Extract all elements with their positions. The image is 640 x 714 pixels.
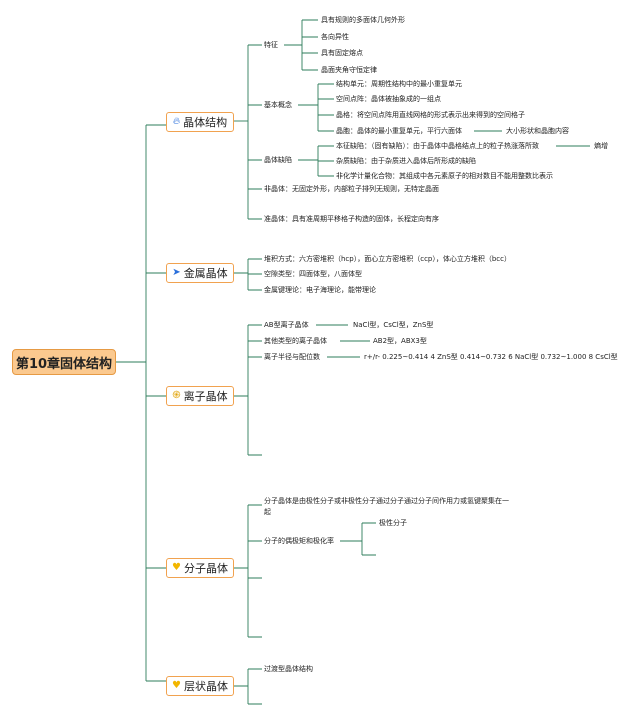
node-amorphous[interactable]: 非晶体：无固定外形，内部粒子排列无规则，无特定晶面 (264, 185, 439, 193)
node-basic-item[interactable]: 结构单元：周期性结构中的最小重复单元 (336, 80, 462, 88)
node-entropy-note[interactable]: 熵增 (594, 142, 608, 150)
node-molecular-desc-cont[interactable]: 起 (264, 508, 271, 516)
node-defect-item[interactable]: 本征缺陷：（固有缺陷）：由于晶体中晶格结点上的粒子热涨落所致 (336, 142, 539, 150)
branch-ionic-crystal[interactable]: ֍ 离子晶体 (166, 386, 234, 406)
node-ab-ionic[interactable]: AB型离子晶体 (264, 321, 309, 329)
branch-layered-crystal[interactable]: ♥ 层状晶体 (166, 676, 234, 696)
flame-icon: 🔥︎ (172, 116, 181, 127)
branch-crystal-structure[interactable]: 🔥︎ 晶体结构 (166, 112, 234, 132)
node-defect-item[interactable]: 非化学计量化合物：其组成中各元素原子的相对数目不能用整数比表示 (336, 172, 553, 180)
node-basic-item[interactable]: 晶胞：晶体的最小重复单元，平行六面体 (336, 127, 462, 135)
node-other-ionic[interactable]: 其他类型的离子晶体 (264, 337, 327, 345)
node-layered-item[interactable]: 过渡型晶体结构 (264, 665, 313, 673)
node-cell-note[interactable]: 大小形状和晶胞内容 (506, 127, 569, 135)
node-basic-concepts[interactable]: 基本概念 (264, 101, 292, 109)
heart-icon: ♥ (172, 680, 181, 691)
node-ab-ionic-types[interactable]: NaCl型，CsCl型，ZnS型 (353, 321, 434, 329)
branch-metal-crystal[interactable]: ➤ 金属晶体 (166, 263, 234, 283)
node-basic-item[interactable]: 晶格：将空间点阵用直线网格的形式表示出来得到的空间格子 (336, 111, 525, 119)
node-metal-item[interactable]: 堆积方式：六方密堆积（hcp），面心立方密堆积（ccp），体心立方堆积（bcc） (264, 255, 512, 263)
node-radius-ratio[interactable]: 离子半径与配位数 (264, 353, 320, 361)
node-molecular-desc[interactable]: 分子晶体是由极性分子或非极性分子通过分子通过分子间作用力或氢键聚集在一 (264, 497, 509, 505)
node-feature-item[interactable]: 各向异性 (321, 33, 349, 41)
node-feature-item[interactable]: 晶面夹角守恒定律 (321, 66, 377, 74)
heart-icon: ♥ (172, 562, 181, 573)
node-basic-item[interactable]: 空间点阵：晶体被抽象成的一组点 (336, 95, 441, 103)
branch-label: 晶体结构 (183, 116, 228, 129)
branch-label: 金属晶体 (183, 267, 228, 280)
node-other-ionic-types[interactable]: AB2型，ABX3型 (373, 337, 427, 345)
root-topic[interactable]: 第10章固体结构 (12, 349, 116, 375)
branch-molecular-crystal[interactable]: ♥ 分子晶体 (166, 558, 234, 578)
node-polar-molecule[interactable]: 极性分子 (379, 519, 407, 527)
branch-label: 分子晶体 (183, 562, 228, 575)
node-feature-item[interactable]: 具有固定熔点 (321, 49, 363, 57)
node-crystal-defects[interactable]: 晶体缺陷 (264, 156, 292, 164)
branch-label: 层状晶体 (183, 680, 228, 693)
node-quasicrystal[interactable]: 准晶体：具有准周期平移格子构造的固体，长程定向有序 (264, 215, 439, 223)
swirl-icon: ֍ (172, 390, 181, 401)
branch-label: 离子晶体 (183, 390, 228, 403)
node-defect-item[interactable]: 杂质缺陷：由于杂质进入晶体后所形成的缺陷 (336, 157, 476, 165)
node-feature-item[interactable]: 具有规则的多面体几何外形 (321, 16, 405, 24)
node-metal-item[interactable]: 金属键理论：电子海理论，能带理论 (264, 286, 376, 294)
node-metal-item[interactable]: 空隙类型：四面体型，八面体型 (264, 270, 362, 278)
node-features[interactable]: 特征 (264, 41, 278, 49)
paper-plane-icon: ➤ (172, 267, 181, 278)
node-dipole-polarizability[interactable]: 分子的偶极矩和极化率 (264, 537, 334, 545)
node-radius-ratio-values[interactable]: r+/r- 0.225~0.414 4 ZnS型 0.414~0.732 6 N… (364, 353, 618, 361)
